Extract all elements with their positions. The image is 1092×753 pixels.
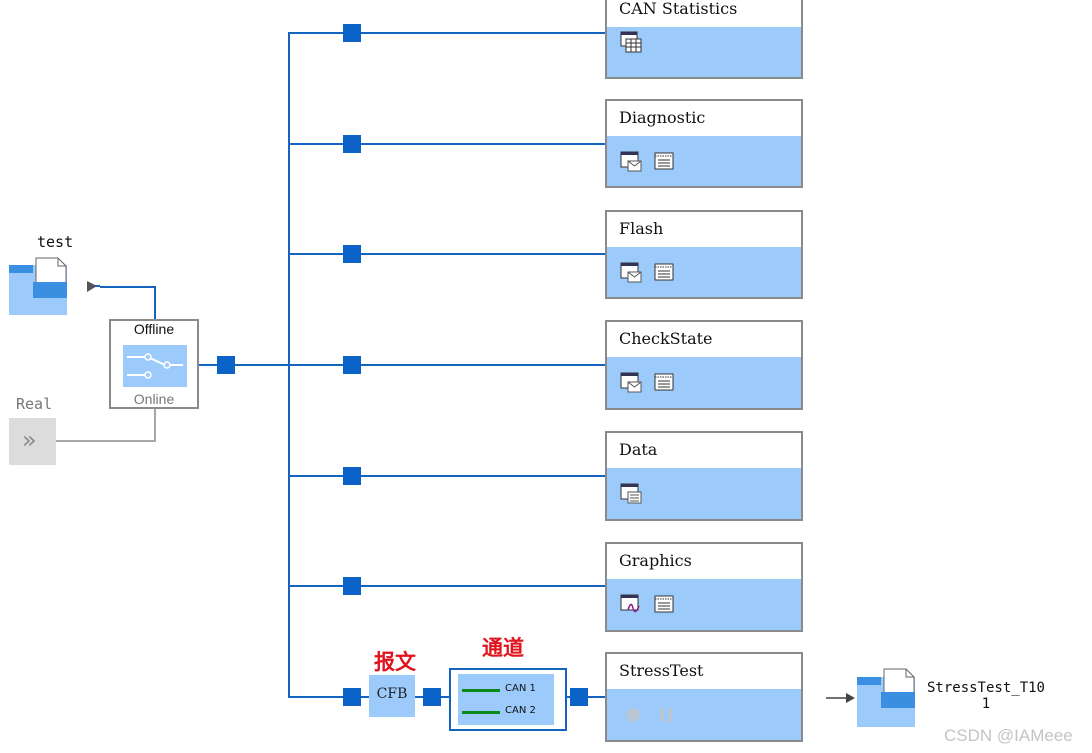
log-list-icon xyxy=(654,595,674,613)
record-icon[interactable] xyxy=(622,704,644,726)
branch-node-flash[interactable] xyxy=(343,245,361,263)
offline-label: Offline xyxy=(133,321,175,337)
branch-node-can-statistics[interactable] xyxy=(343,24,361,42)
play-arrow-icon xyxy=(87,281,100,292)
switch-icon xyxy=(123,345,187,387)
window-mail-icon xyxy=(620,262,642,283)
statistics-table-icon xyxy=(620,31,642,53)
block-title: StressTest xyxy=(619,661,704,680)
fast-forward-icon: » xyxy=(22,426,37,454)
channel-output-node[interactable] xyxy=(570,688,588,706)
channel-annotation: 通道 xyxy=(482,636,524,660)
block-title: Diagnostic xyxy=(619,108,706,127)
data-window-icon xyxy=(620,483,642,504)
block-title: Flash xyxy=(619,219,664,238)
log-list-icon xyxy=(654,263,674,281)
watermark: CSDN @IAMeee xyxy=(944,726,1073,745)
branch-node-diagnostic[interactable] xyxy=(343,135,361,153)
block-flash[interactable]: Flash xyxy=(605,210,803,299)
block-title: CAN Statistics xyxy=(619,0,738,18)
branch-node-graphics[interactable] xyxy=(343,577,361,595)
source-label: test xyxy=(37,233,74,251)
output-arrow-icon xyxy=(826,693,855,703)
block-graphics[interactable]: Graphics xyxy=(605,542,803,632)
real-label: Real xyxy=(16,395,53,413)
output-label-line1: StressTest_T10 xyxy=(926,680,1045,696)
log-list-icon xyxy=(654,152,674,170)
output-label-line2: 1 xyxy=(981,696,991,712)
cfb-label: CFB xyxy=(376,686,408,702)
cfb-block[interactable]: CFB xyxy=(369,675,415,717)
output-label: StressTest_T10 1 xyxy=(922,680,1050,712)
cfb-annotation: 报文 xyxy=(374,650,416,674)
block-title: Data xyxy=(619,440,658,459)
cfb-output-node[interactable] xyxy=(423,688,441,706)
block-title: Graphics xyxy=(619,551,692,570)
block-title: CheckState xyxy=(619,329,713,348)
log-list-icon xyxy=(654,373,674,391)
window-mail-icon xyxy=(620,151,642,172)
block-diagnostic[interactable]: Diagnostic xyxy=(605,99,803,188)
branch-node-data[interactable] xyxy=(343,467,361,485)
branch-node-stresstest[interactable] xyxy=(343,688,361,706)
block-data[interactable]: Data xyxy=(605,431,803,521)
channel-item-can1: CAN 1 xyxy=(462,683,552,697)
measurement-file-icon[interactable] xyxy=(8,256,70,318)
real-button[interactable]: » xyxy=(9,418,56,465)
block-can-statistics[interactable]: CAN Statistics xyxy=(605,0,803,79)
branch-node-checkstate[interactable] xyxy=(343,356,361,374)
window-mail-icon xyxy=(620,372,642,393)
graphics-window-icon xyxy=(620,594,640,613)
channel-filter-block[interactable]: CAN 1 CAN 2 xyxy=(449,668,567,731)
channel-item-can2: CAN 2 xyxy=(462,705,552,719)
block-stresstest[interactable]: StressTest xyxy=(605,652,803,742)
switch-output-node[interactable] xyxy=(217,356,235,374)
offline-online-switch[interactable]: Offline Online xyxy=(109,319,199,409)
block-checkstate[interactable]: CheckState xyxy=(605,320,803,410)
pause-icon[interactable] xyxy=(655,704,677,726)
online-label: Online xyxy=(133,391,175,407)
logging-file-icon[interactable] xyxy=(856,668,918,728)
